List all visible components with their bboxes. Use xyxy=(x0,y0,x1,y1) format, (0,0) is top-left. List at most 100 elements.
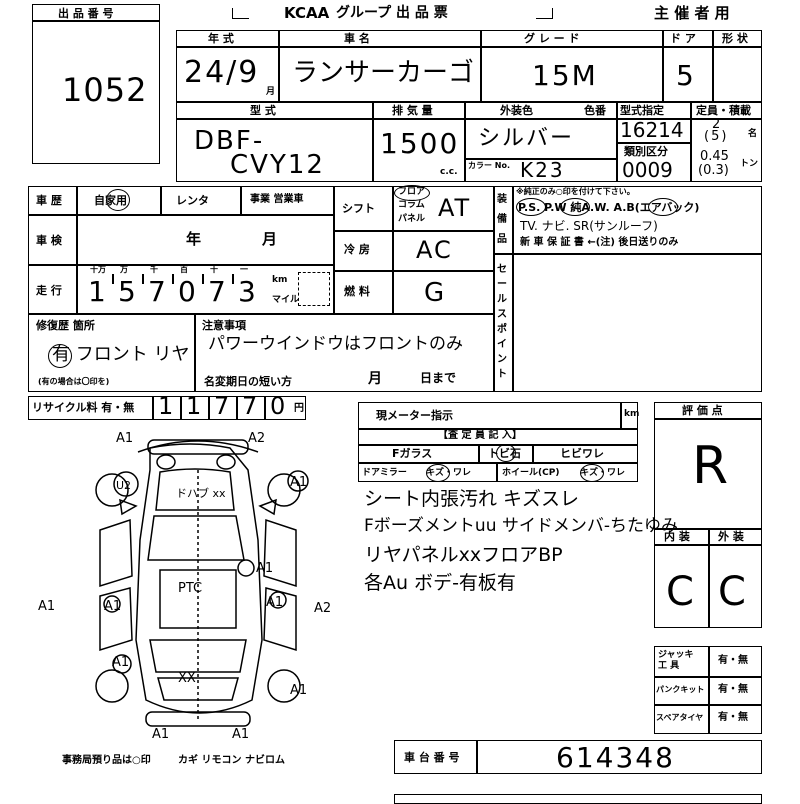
mileage-digit-label: 一 xyxy=(240,265,248,274)
shift-value: AT xyxy=(438,194,472,222)
row1-box xyxy=(176,30,762,102)
tool-spare-value[interactable]: 有・無 xyxy=(718,712,748,723)
caution-label: 注意事項 xyxy=(202,319,246,332)
caution-value: パワーウインドウはフロントのみ xyxy=(208,334,463,354)
recycle-digit: 7 xyxy=(214,392,232,420)
inspection-note-2: Fボーズメントuu サイドメンバ-ちたゆみ xyxy=(364,516,679,536)
inspection-month: 月 xyxy=(262,230,278,248)
cc-unit: c.c. xyxy=(440,167,458,177)
meter-box xyxy=(358,402,638,482)
interior-label: 内 装 xyxy=(664,530,690,543)
grade-label: グ レ ー ド xyxy=(524,32,580,45)
score-value: R xyxy=(692,436,731,496)
exterior-label: 外装色 xyxy=(500,104,533,117)
equipment-side-label: 装 備 品 xyxy=(497,194,507,245)
mark-u2: U2 xyxy=(116,479,132,492)
header-bracket-left xyxy=(232,8,249,19)
mileage-digit-label: 万 xyxy=(120,265,128,274)
shift-panel[interactable]: パネル xyxy=(398,214,426,224)
mark-rear-note: XX xyxy=(178,671,196,686)
header-host: 主 催 者 用 xyxy=(654,4,730,22)
equipment-note: ※純正のみ○印を付けて下さい。 xyxy=(516,187,635,196)
door-label: ド ア xyxy=(670,32,696,45)
shift-column[interactable]: コラム xyxy=(398,200,425,210)
recycle-unit: 円 xyxy=(294,403,304,414)
tool-puncture-value[interactable]: 有・無 xyxy=(718,684,748,695)
mark-a2-front-right: A2 xyxy=(248,431,266,446)
row2-box xyxy=(176,102,762,182)
mark-a1-bottom-mid: A1 xyxy=(232,727,250,742)
meter-unit: km xyxy=(624,409,640,419)
interior-score: C xyxy=(666,569,696,615)
score-label: 評 価 点 xyxy=(682,404,723,417)
shape-label: 形 状 xyxy=(722,32,748,45)
recycle-digit: 7 xyxy=(242,392,260,420)
header-bracket-right xyxy=(536,8,553,19)
color-no-label: 色番 xyxy=(584,104,606,117)
mirror-label: ドアミラー xyxy=(362,468,407,478)
mark-a1-far-left: A1 xyxy=(38,599,56,614)
tool-puncture-label: パンクキット xyxy=(656,685,705,694)
year-label: 年 式 xyxy=(208,32,234,45)
recycle-box xyxy=(28,396,306,420)
type-cert-label: 型式指定 xyxy=(620,104,664,117)
mileage-digit: 7 xyxy=(208,275,228,308)
name-change-month: 月 xyxy=(368,371,382,387)
mileage-digit: 3 xyxy=(238,275,258,308)
type-cert-value: 16214 xyxy=(620,118,684,142)
ab-circle xyxy=(648,198,678,216)
office-note: 事務局預り品は○印 xyxy=(62,755,151,766)
bumper-note: ドハブ xx xyxy=(176,487,226,500)
fuel-label: 燃 料 xyxy=(344,285,370,298)
mile-checkbox[interactable] xyxy=(298,272,330,306)
equipment-line3: 新 車 保 証 書 ←(注) 後日送りのみ xyxy=(520,237,679,248)
tons-unit: トン xyxy=(740,159,759,169)
capacity-unit: 名 xyxy=(748,129,758,139)
history-rental[interactable]: レンタ xyxy=(176,194,209,207)
capacity-persons: 2 xyxy=(712,117,723,132)
mile-unit: マイル xyxy=(272,295,300,305)
inspection-note-3: リヤパネルxxフロアBP xyxy=(364,544,563,566)
history-box xyxy=(28,186,334,314)
month-mark: 月 xyxy=(266,87,276,97)
year-value: 24/9 xyxy=(184,55,260,90)
pw-circle xyxy=(560,198,590,216)
history-label: 車 歴 xyxy=(36,194,62,207)
inspection-year: 年 xyxy=(186,230,202,248)
chip-circle xyxy=(496,444,516,462)
inspection-note-1: シート内張汚れ キズスレ xyxy=(364,488,580,510)
lot-label: 出 品 番 号 xyxy=(58,7,114,20)
recycle-label: リサイクル料 有・無 xyxy=(32,401,135,414)
capacity-label: 定員・積載 xyxy=(696,104,751,117)
mark-a1-right-wheel: A1 xyxy=(290,475,308,490)
fuel-value: G xyxy=(424,278,447,308)
mark-a1-right-fender: A1 xyxy=(256,561,274,576)
mileage-digit-label: 千 xyxy=(150,265,158,274)
mirror-scratch-circle xyxy=(426,464,450,482)
mark-a1-front-left: A1 xyxy=(116,431,134,446)
mileage-digit-label: 十 xyxy=(210,265,218,274)
tool-spare-label: スペアタイヤ xyxy=(656,713,704,722)
wheel-label: ホイール(CP) xyxy=(502,468,560,478)
crack-label: ヒビワレ xyxy=(560,447,604,460)
equipment-box xyxy=(494,186,762,254)
capacity-tons: 0.45 xyxy=(700,149,729,164)
history-business[interactable]: 事業 営業車 xyxy=(250,194,304,205)
office-items: カギ リモコン ナビロム xyxy=(178,755,285,766)
color-no-value: K23 xyxy=(520,158,565,182)
repair-box xyxy=(28,314,494,392)
name-change-label: 名変期日の短い方 xyxy=(204,375,292,388)
mileage-digit: 0 xyxy=(178,275,198,308)
model-label: 型 式 xyxy=(250,104,276,117)
mileage-label: 走 行 xyxy=(36,284,62,297)
mark-a1-left-door: A1 xyxy=(104,599,122,614)
tool-jack-value[interactable]: 有・無 xyxy=(718,655,748,666)
inspection-label: 車 検 xyxy=(36,234,62,247)
equipment-line1: P.S. P.W 純A.W. A.B(エアバック) xyxy=(518,201,700,214)
car-label: 車 名 xyxy=(344,32,370,45)
mark-a1-right-door: A1 xyxy=(266,595,284,610)
mark-a1-rear-left: A1 xyxy=(112,655,130,670)
category-value: 0009 xyxy=(622,158,673,182)
mileage-digit: 1 xyxy=(88,275,108,308)
header-brand: KCAA xyxy=(284,4,330,22)
